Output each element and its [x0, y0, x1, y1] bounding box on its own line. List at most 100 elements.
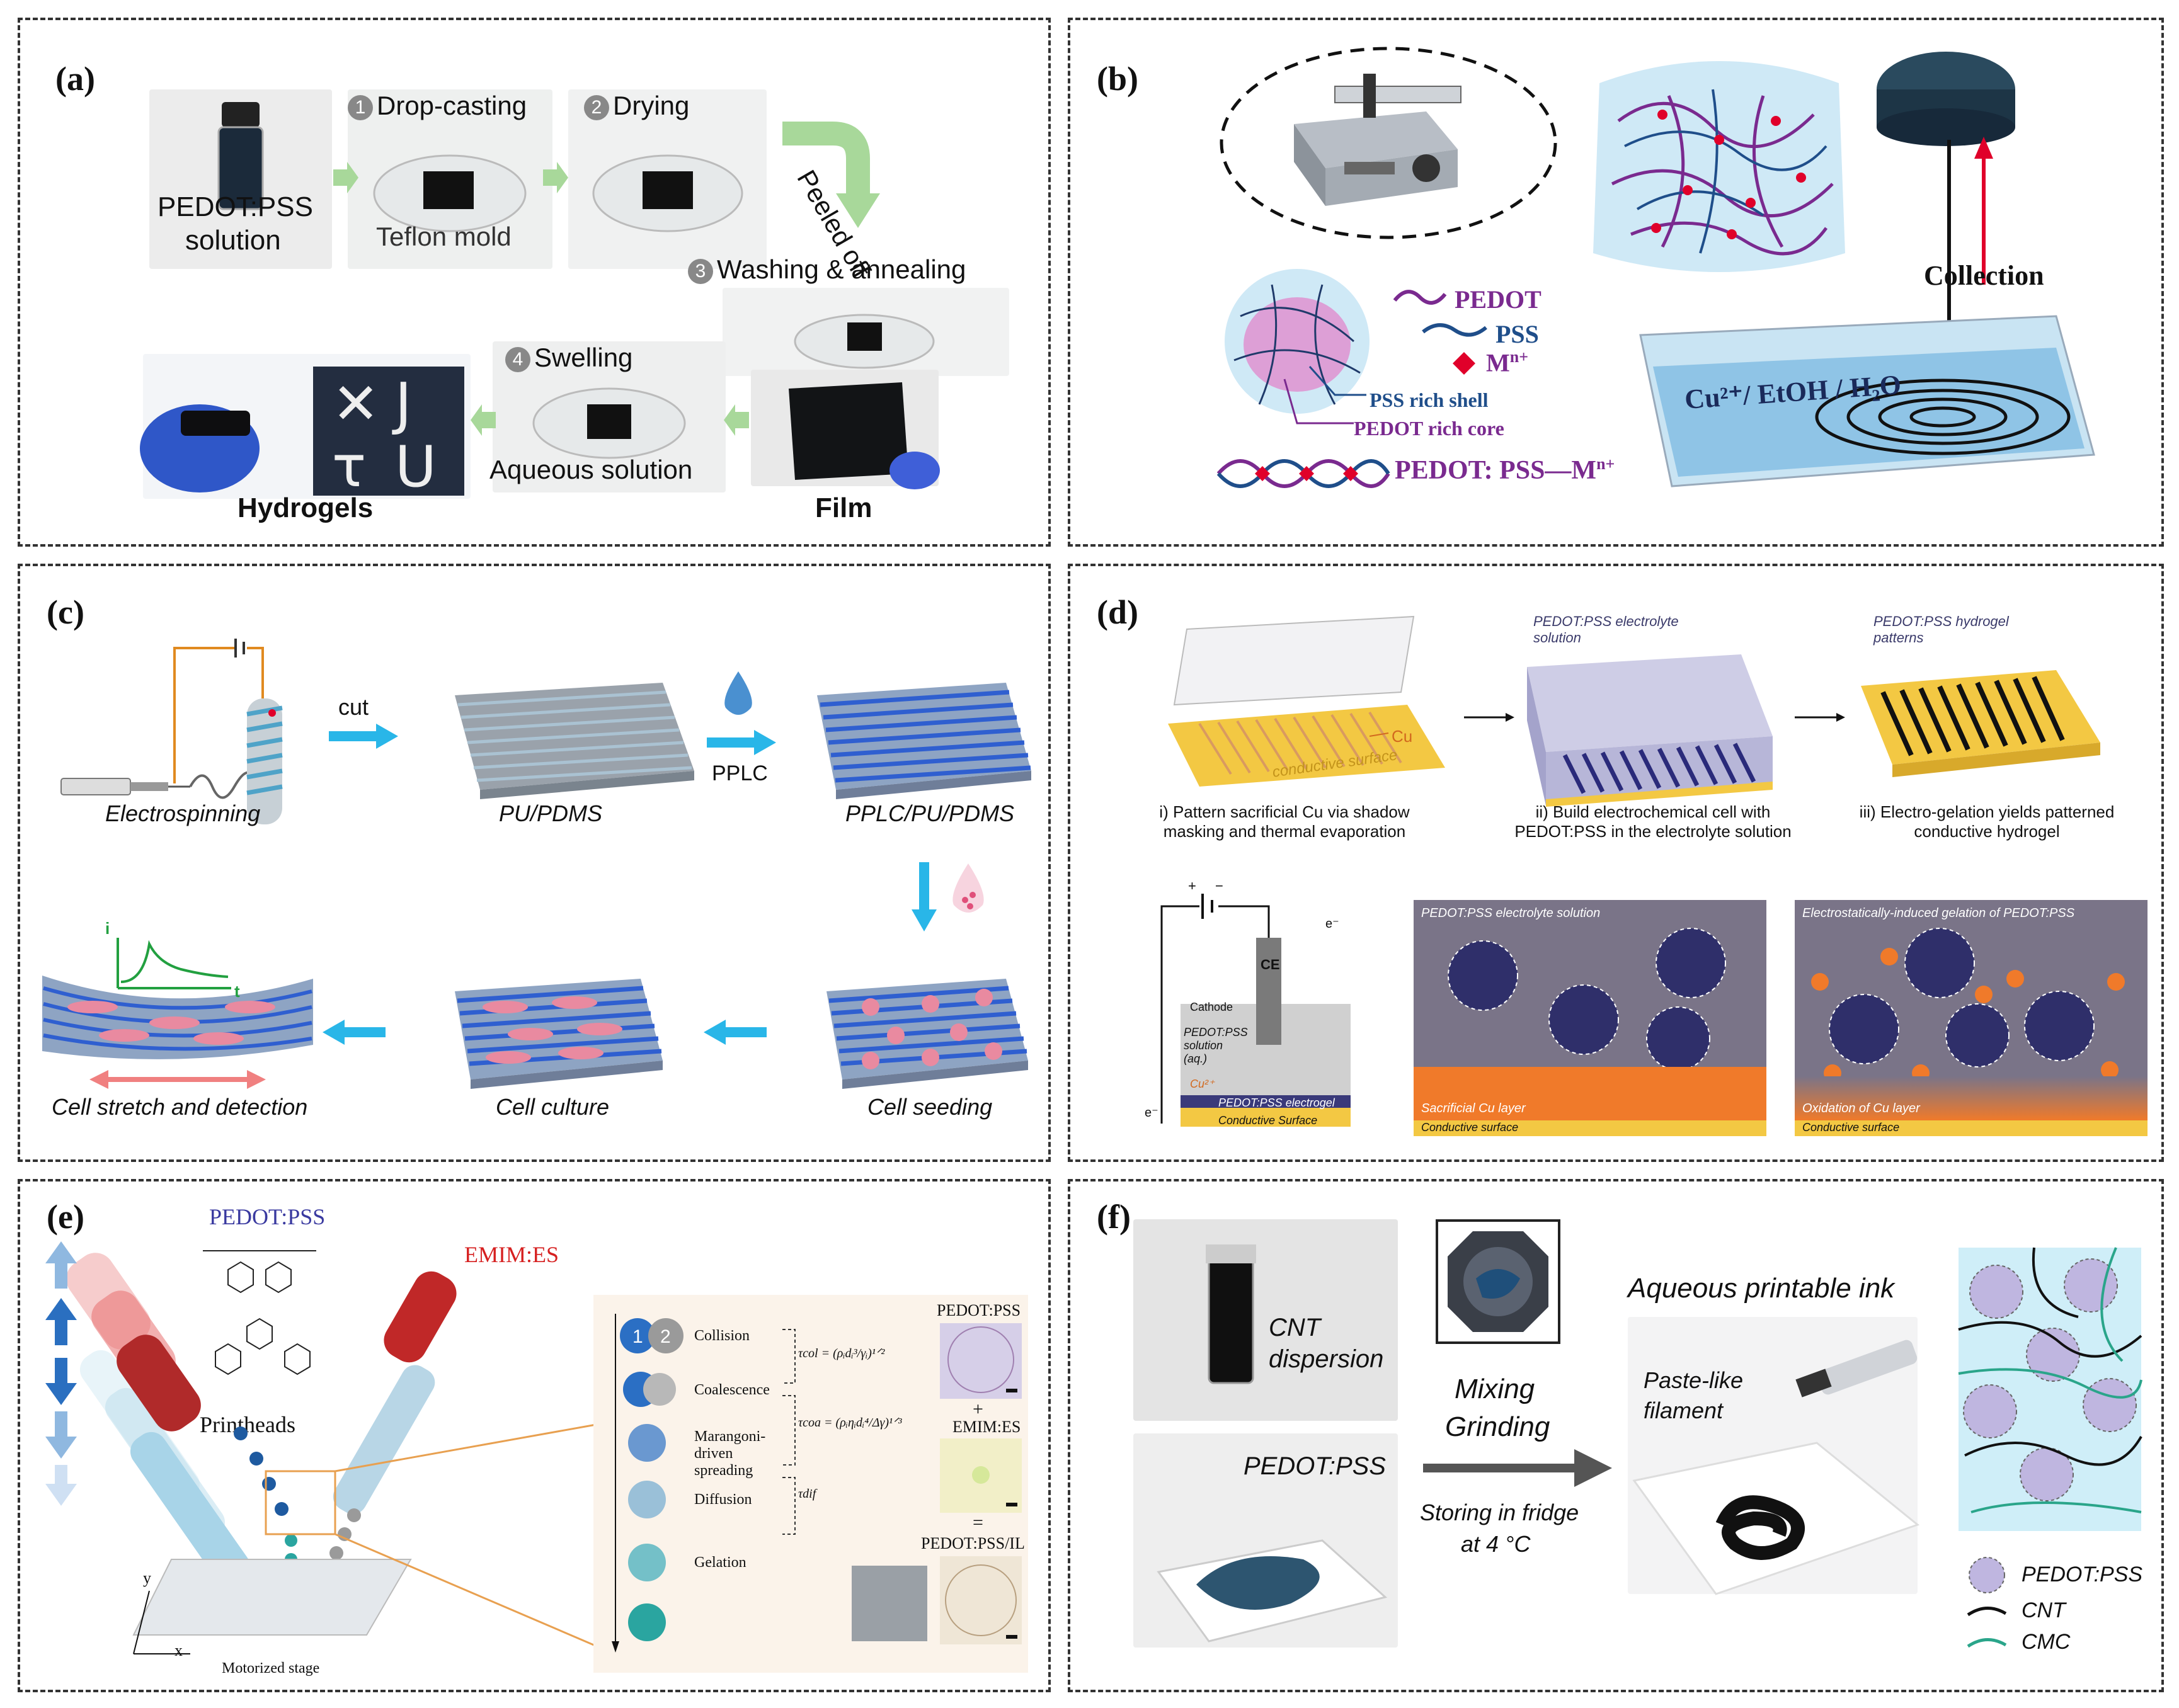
emim-image-label: EMIM:ES — [952, 1418, 1021, 1436]
oxidation-label: Oxidation of Cu layer — [1802, 1102, 1920, 1115]
pedot-chain-icon — [1393, 290, 1447, 305]
panel-c: (c) Electrospinning cut PU/PDMS P — [18, 564, 1051, 1162]
cell-seeding-label: Cell seeding — [867, 1094, 993, 1120]
panel-label: (a) — [55, 60, 95, 98]
arrow-left-icon — [704, 1020, 767, 1045]
emim-micrograph — [940, 1438, 1022, 1513]
pedot-pss-structure-icon — [203, 1250, 316, 1375]
gelation-box-label: Electrostatically-induced gelation of PE… — [1802, 906, 2075, 920]
scale-bar — [947, 1326, 1017, 1393]
patterned-hydrogel-icon — [1861, 670, 2100, 777]
conductive-surface-label-2: Conductive Surface — [1218, 1114, 1318, 1127]
solution-vial-photo — [149, 89, 332, 269]
storing-label-1: Storing in fridge — [1420, 1500, 1579, 1525]
cut-label: cut — [338, 694, 369, 720]
arrow-right-icon — [1464, 713, 1514, 722]
conductive-layer: Conductive surface — [1795, 1120, 2148, 1136]
storing-label-2: at 4 °C — [1461, 1531, 1531, 1557]
tau-coa-label: τcoa = (ρᵢηᵢdᵢ⁴/Δγ)¹ᐟ³ — [798, 1416, 902, 1430]
bath-icon — [1639, 315, 2095, 487]
svg-text:J: J — [392, 371, 412, 437]
complex-sup: n+ — [1596, 455, 1615, 473]
electrolyte-solution-label: PEDOT:PSS electrolyte solution — [1533, 613, 1679, 646]
step4-number: 4 — [505, 346, 530, 372]
arrow-right-icon — [333, 162, 358, 193]
arrow-right-icon — [543, 162, 568, 193]
panel-e: (e) PEDOT:PSS Printheads EMIM:ES — [18, 1179, 1051, 1692]
step3-text: Washing & annealing — [717, 254, 966, 284]
cu2-label: Cu²⁺ — [1190, 1078, 1215, 1090]
film-label: Film — [815, 492, 872, 523]
pedot-core-label: PEDOT rich core — [1354, 417, 1504, 440]
step2-text: Drying — [613, 91, 690, 120]
paste-label-2: filament — [1644, 1398, 1724, 1423]
electrolyte-solution-box: PEDOT:PSS electrolyte solution Sacrifici… — [1414, 900, 1766, 1136]
dish-icon — [532, 387, 686, 459]
plus-label: + — [973, 1399, 983, 1420]
dish-icon — [794, 314, 935, 369]
pedot-il-image-label: PEDOT:PSS/IL — [921, 1534, 1025, 1552]
pplc-pu-pdms-label: PPLC/PU/PDMS — [845, 800, 1015, 826]
emim-printhead-icon — [329, 1271, 457, 1560]
panel-b: (b) — [1068, 18, 2164, 547]
current-axis-label: i — [105, 919, 110, 938]
grinding-photo — [1436, 1219, 1560, 1344]
motorized-stage-icon — [132, 1423, 600, 1649]
vial-icon — [217, 102, 264, 210]
marangoni-label: Marangoni-driven spreading — [694, 1428, 766, 1479]
emim-es-title: EMIM:ES — [464, 1242, 559, 1267]
swelling-photo — [493, 341, 726, 492]
pedot-pss-micrograph — [940, 1323, 1022, 1399]
stretched-sheet-icon — [42, 976, 313, 1089]
ink-filament-icon — [1632, 1340, 1920, 1595]
panel-d: (d) Cu conductive surface PEDOT:PSS elec… — [1068, 564, 2164, 1162]
pedot-pss-image-label: PEDOT:PSS — [937, 1301, 1021, 1319]
scale-bar — [972, 1466, 1017, 1506]
composition-icon — [1958, 1247, 2142, 1513]
pedot-il-micrograph — [940, 1556, 1022, 1644]
arrow-right-icon — [1795, 713, 1845, 722]
current-trace-icon — [117, 938, 231, 989]
step1-number: 1 — [348, 94, 373, 120]
mortar-icon — [1448, 1231, 1548, 1332]
coalescence-label: Coalescence — [694, 1382, 770, 1398]
pu-pdms-label: PU/PDMS — [499, 800, 603, 826]
legend-pss: PSS — [1496, 320, 1539, 348]
timescale-brackets-icon — [782, 1329, 796, 1535]
diffusion-label: Diffusion — [694, 1491, 752, 1508]
complex-label: PEDOT: PSS—Mn+ — [1395, 455, 1615, 486]
pplc-sheet-icon — [817, 683, 1031, 799]
conductive-layer: Conductive surface — [1414, 1120, 1766, 1136]
drop-casting-photo — [348, 89, 552, 269]
step3-number: 3 — [688, 258, 713, 284]
hydrogels-photo: ✕ J τ U — [140, 354, 471, 500]
hydrogels-label: Hydrogels — [237, 492, 374, 523]
pu-pdms-sheet-icon — [455, 683, 694, 799]
electrospinning-setup-icon — [60, 639, 283, 824]
step1-text: Drop-casting — [377, 91, 527, 120]
legend-cnt: CNT — [2022, 1598, 2066, 1622]
step4-text: Swelling — [534, 343, 633, 372]
electron-label-left: e⁻ — [1145, 1106, 1158, 1120]
cmc-legend-icon — [1967, 1638, 2007, 1648]
complex-text: PEDOT: PSS—M — [1395, 456, 1597, 485]
printheads-icon — [66, 1253, 251, 1586]
tau-col-label: τcol = (ρᵢdᵢ³/γᵢ)¹ᐟ² — [798, 1346, 885, 1360]
complex-chain-icon — [1216, 459, 1390, 488]
pedot-pss-photo: PEDOT:PSS — [1133, 1433, 1398, 1648]
electron-label-top: e⁻ — [1325, 917, 1339, 931]
caption-step-1: i) Pattern sacrificial Cu via shadow mas… — [1159, 802, 1410, 841]
solution-label-1: PEDOT:PSS — [157, 191, 313, 222]
axes-icon — [133, 1590, 190, 1654]
cnt-dispersion-label-1: CNT — [1269, 1314, 1321, 1341]
legend-cmc: CMC — [2022, 1630, 2071, 1654]
step-2-number: 2 — [660, 1326, 671, 1347]
arrow-right-icon — [707, 730, 776, 755]
pedot-pss-title: PEDOT:PSS — [209, 1204, 326, 1229]
cnt-legend-icon — [1967, 1607, 2007, 1617]
legend-m-sup: n+ — [1509, 348, 1529, 366]
arrow-down-icon — [912, 862, 937, 931]
